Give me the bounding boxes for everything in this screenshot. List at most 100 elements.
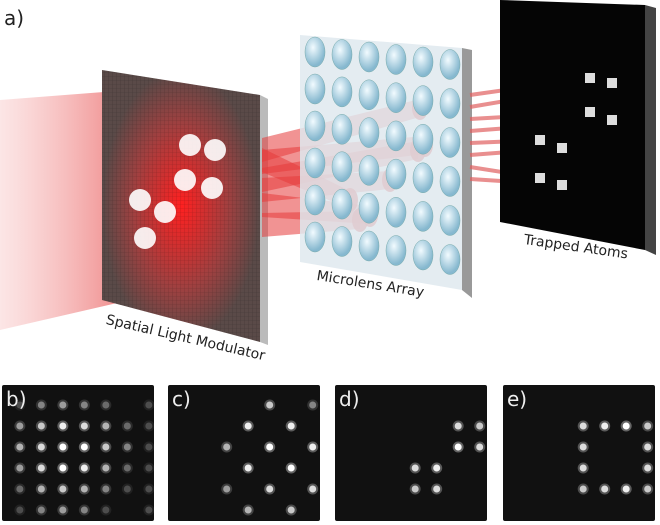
trap-spot: [266, 443, 274, 451]
spot-halo: [143, 483, 155, 495]
spot-halo: [121, 441, 133, 453]
trap-spot: [454, 422, 462, 430]
trap-spot: [287, 422, 295, 430]
microlens: [358, 79, 380, 111]
trap-spot: [244, 506, 252, 514]
trap-spot: [244, 464, 252, 472]
trap-spot: [37, 506, 45, 514]
trap-spot: [59, 485, 67, 493]
spot-halo: [121, 462, 133, 474]
trap-spot: [309, 401, 317, 409]
panel-c-label: c): [172, 387, 191, 411]
trap-spot: [59, 401, 67, 409]
panel-b: b): [2, 385, 155, 521]
trap-spot: [37, 485, 45, 493]
trap-spot: [579, 485, 587, 493]
trap-spot: [80, 422, 88, 430]
trap-spot: [37, 443, 45, 451]
trapped-atoms-screen: [500, 0, 656, 255]
microlens: [439, 166, 461, 197]
trap-spot: [145, 464, 153, 472]
trap-spot: [622, 485, 630, 493]
trap-spot: [102, 506, 110, 514]
trapped-atom: [585, 107, 595, 117]
trap-spot: [433, 485, 441, 493]
trap-spot: [123, 485, 131, 493]
trap-spot: [59, 464, 67, 472]
trap-spot: [145, 485, 153, 493]
trap-spot: [287, 464, 295, 472]
trap-spot: [80, 401, 88, 409]
slm-pixel-cluster: [204, 139, 226, 161]
trap-spot: [287, 506, 295, 514]
trap-spot: [37, 464, 45, 472]
trap-spot: [145, 422, 153, 430]
spot-halo: [121, 483, 133, 495]
slm-pixel-cluster: [174, 169, 196, 191]
trap-spot: [411, 485, 419, 493]
microlens: [304, 221, 326, 253]
slm-pixel-cluster: [134, 227, 156, 249]
trap-spot: [145, 401, 153, 409]
trap-spot: [59, 506, 67, 514]
microlens: [439, 244, 461, 275]
trap-spot: [102, 443, 110, 451]
microlens: [304, 36, 326, 68]
trap-spot: [309, 485, 317, 493]
trap-spot: [16, 506, 24, 514]
microlens-array: [300, 35, 472, 298]
trap-spot: [266, 485, 274, 493]
trap-spot: [102, 485, 110, 493]
trap-spot: [80, 506, 88, 514]
spot-halo: [35, 399, 47, 411]
microlens: [304, 147, 326, 179]
microlens: [439, 88, 461, 119]
microlens: [358, 192, 380, 224]
microlens: [331, 151, 353, 182]
trap-spot: [433, 464, 441, 472]
trapped-atom: [557, 180, 567, 190]
slm-pixel-cluster: [129, 189, 151, 211]
spot-halo: [121, 420, 133, 432]
trapped-atom: [607, 115, 617, 125]
trapped-atom: [607, 78, 617, 88]
microlens: [358, 230, 380, 262]
trap-spot: [102, 422, 110, 430]
panel-e-label: e): [507, 387, 528, 411]
incoming-beam: [0, 90, 130, 330]
microlens: [412, 201, 434, 232]
trap-spot: [476, 443, 484, 451]
microlens: [412, 162, 434, 194]
schematic: [0, 0, 656, 345]
trap-spot: [59, 422, 67, 430]
trap-spot: [223, 443, 231, 451]
spot-halo: [14, 504, 26, 516]
spot-halo: [100, 483, 112, 495]
microlens: [304, 73, 326, 105]
trap-spot: [16, 485, 24, 493]
spot-halo: [78, 504, 90, 516]
trapped-atom: [585, 73, 595, 83]
trap-spot: [644, 443, 652, 451]
microlens: [439, 127, 461, 158]
microlens: [304, 184, 326, 216]
panel-e: e): [503, 385, 655, 521]
trap-spot: [102, 464, 110, 472]
panel-d-label: d): [339, 387, 360, 411]
panel-b-label: b): [6, 387, 27, 411]
microlens: [385, 197, 407, 228]
spot-halo: [35, 504, 47, 516]
microlens: [385, 44, 407, 75]
trap-spot: [411, 464, 419, 472]
trap-spot: [244, 422, 252, 430]
trap-spot: [601, 422, 609, 430]
slm-pixel-cluster: [201, 177, 223, 199]
spot-halo: [143, 399, 155, 411]
microlens: [331, 76, 353, 108]
trap-spot: [266, 401, 274, 409]
trap-spot: [16, 443, 24, 451]
trap-spot: [644, 464, 652, 472]
trap-spot: [579, 422, 587, 430]
spot-halo: [78, 399, 90, 411]
panel-c: c): [168, 385, 336, 521]
